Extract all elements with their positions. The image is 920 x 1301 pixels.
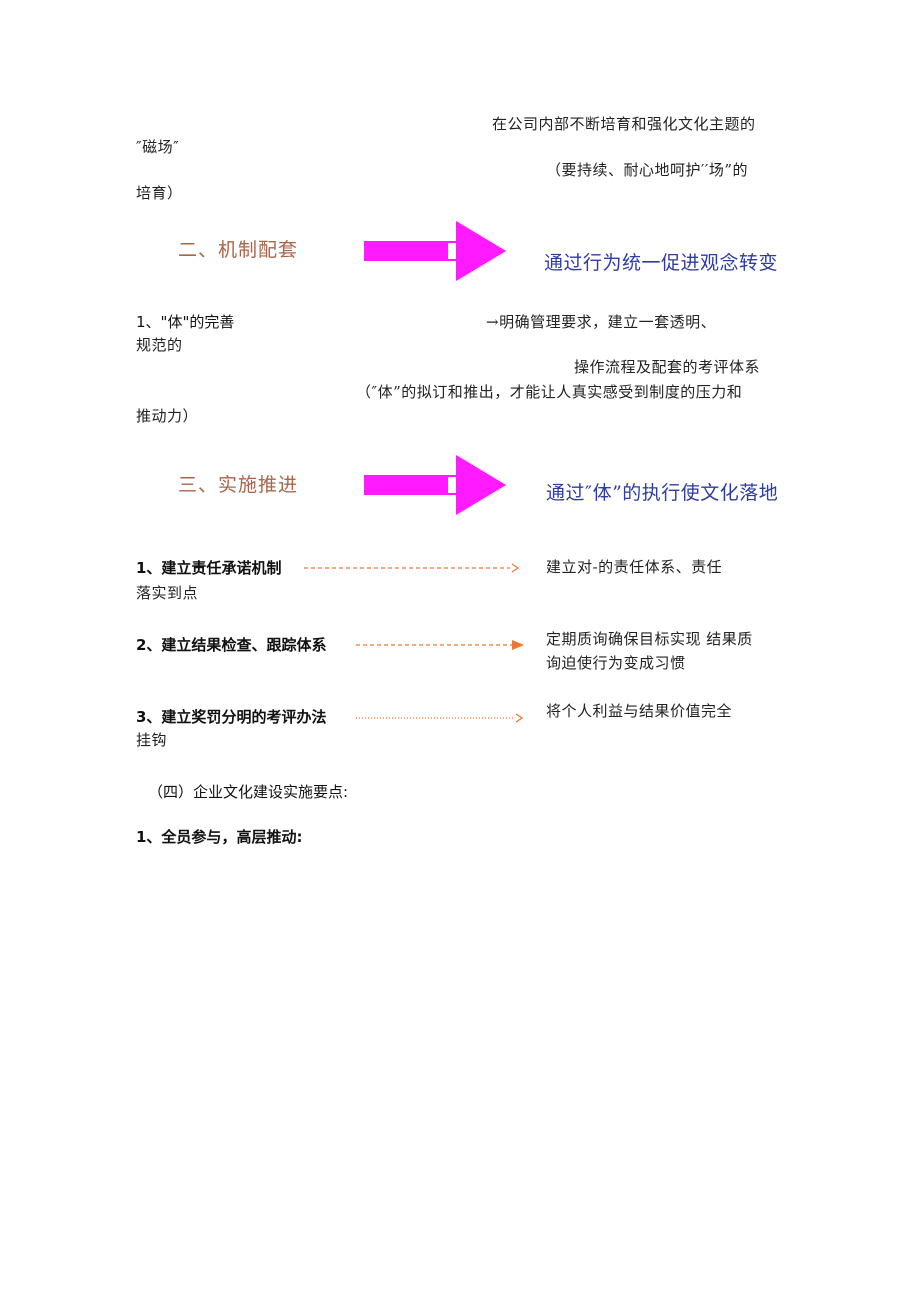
section3-big-arrow <box>364 455 506 519</box>
section3-heading: 三、实施推进 <box>178 474 299 496</box>
section2-result: 通过行为统一促进观念转变 <box>544 252 779 274</box>
section4-heading: （四）企业文化建设实施要点: <box>148 783 349 801</box>
dashed-arrow-icon <box>304 563 520 573</box>
right-arrow-icon <box>364 455 506 515</box>
section3-result: 通过″体”的执行使文化落地 <box>546 482 779 504</box>
intro-line-1: 在公司内部不断培育和强化文化主题的 <box>492 115 756 133</box>
section2-item1-line4: （″体”的拟订和推出，才能让人真实感受到制度的压力和 <box>356 383 743 401</box>
section4-item1: 1、全员参与，高层推动: <box>136 828 303 846</box>
section2-item1-line2: 规范的 <box>136 336 183 354</box>
section2-item1-label: 1、"体"的完善 <box>136 313 235 331</box>
dashed-arrow-icon <box>356 713 524 723</box>
section3-item2-desc: 定期质询确保目标实现 结果质 <box>546 630 753 648</box>
intro-line-3: （要持续、耐心地呵护′′场”的 <box>546 161 748 179</box>
dashed-arrow-icon <box>356 640 524 650</box>
section3-item1-desc: 建立对-的责任体系、责任 <box>546 558 723 576</box>
right-arrow-icon <box>364 221 506 281</box>
section3-item3-desc2: 挂钩 <box>136 731 168 749</box>
section2-big-arrow <box>364 221 506 285</box>
section2-item1-arrow-text: →明确管理要求，建立一套透明、 <box>486 313 717 331</box>
section3-item2-desc2: 询迫使行为变成习惯 <box>546 654 686 672</box>
section2-item1-line3: 操作流程及配套的考评体系 <box>574 358 761 376</box>
section3-item1-label: 1、建立责任承诺机制 <box>136 559 282 577</box>
section3-item3-label: 3、建立奖罚分明的考评办法 <box>136 708 327 726</box>
section3-item2-label: 2、建立结果检查、跟踪体系 <box>136 636 327 654</box>
intro-line-4: 培育） <box>136 184 183 202</box>
section2-item1-line5: 推动力） <box>136 407 199 425</box>
intro-line-2: ″磁场″ <box>136 138 180 156</box>
section3-item1-desc2: 落实到点 <box>136 584 199 602</box>
section2-heading: 二、机制配套 <box>178 239 299 261</box>
section3-item3-desc: 将个人利益与结果价值完全 <box>546 702 733 720</box>
